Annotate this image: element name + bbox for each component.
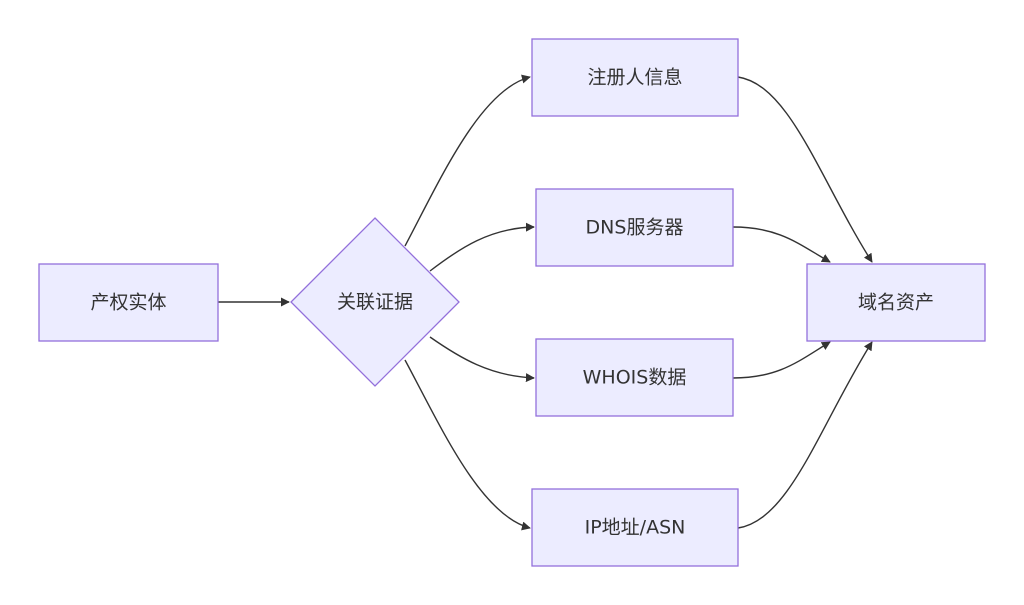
node-entity-label: 产权实体 (90, 292, 166, 314)
node-registrant: 注册人信息 (531, 38, 739, 117)
node-dns-label: DNS服务器 (586, 217, 684, 239)
node-domain: 域名资产 (806, 263, 986, 342)
node-ip-label: IP地址/ASN (585, 517, 686, 539)
node-entity-box (38, 263, 219, 342)
edges-group (218, 74, 873, 531)
edge-evidence-to-dns (429, 222, 535, 272)
node-dns-box (535, 188, 734, 267)
node-entity: 产权实体 (38, 263, 219, 342)
edge-registrant-to-domain (737, 76, 873, 263)
node-whois-label: WHOIS数据 (583, 367, 687, 389)
node-ip: IP地址/ASN (531, 488, 739, 567)
edge-evidence-to-whois (429, 336, 535, 383)
node-registrant-label: 注册人信息 (587, 67, 682, 89)
node-registrant-box (531, 38, 739, 117)
node-domain-label: 域名资产 (858, 292, 934, 314)
edge-whois-to-domain (732, 341, 831, 379)
node-evidence-diamond (290, 217, 460, 387)
node-domain-box (806, 263, 986, 342)
node-evidence-label: 关联证据 (337, 291, 413, 313)
node-whois-box (535, 338, 734, 417)
node-dns: DNS服务器 (535, 188, 734, 267)
node-whois: WHOIS数据 (535, 338, 734, 417)
edge-evidence-to-ip (404, 359, 531, 531)
node-evidence: 关联证据 (290, 217, 460, 387)
edge-evidence-to-registrant (404, 74, 531, 247)
edge-ip-to-domain (737, 341, 873, 529)
edge-dns-to-domain (732, 226, 831, 263)
node-ip-box (531, 488, 739, 567)
